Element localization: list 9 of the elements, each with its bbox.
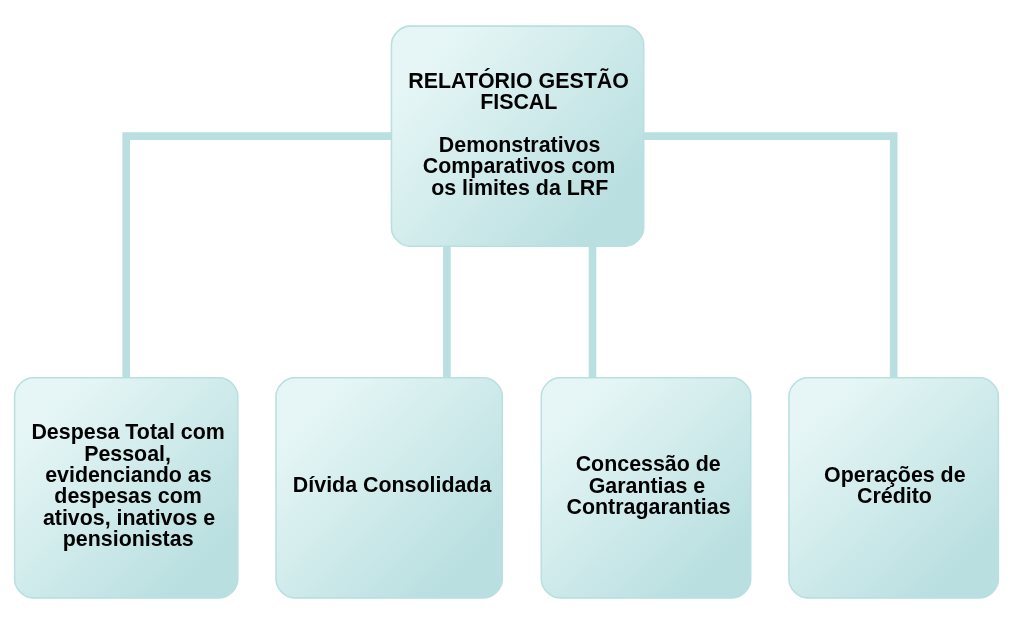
connector (588, 246, 597, 377)
node-box: Dívida Consolidada (275, 376, 504, 599)
node-box: Concessão de Garantias e Contragarantias (540, 376, 752, 599)
node-box: Operações de Crédito (788, 376, 1000, 599)
node-box: RELATÓRIO GESTÃO FISCAL Demonstrativos Comparativos com os limites da LRF (390, 24, 645, 247)
connector (643, 131, 898, 377)
node-box: Despesa Total com Pessoal, evidenciando as despesas com ativos, inativos e pensionistas (13, 376, 239, 599)
connector (122, 131, 392, 377)
connector (443, 246, 451, 377)
